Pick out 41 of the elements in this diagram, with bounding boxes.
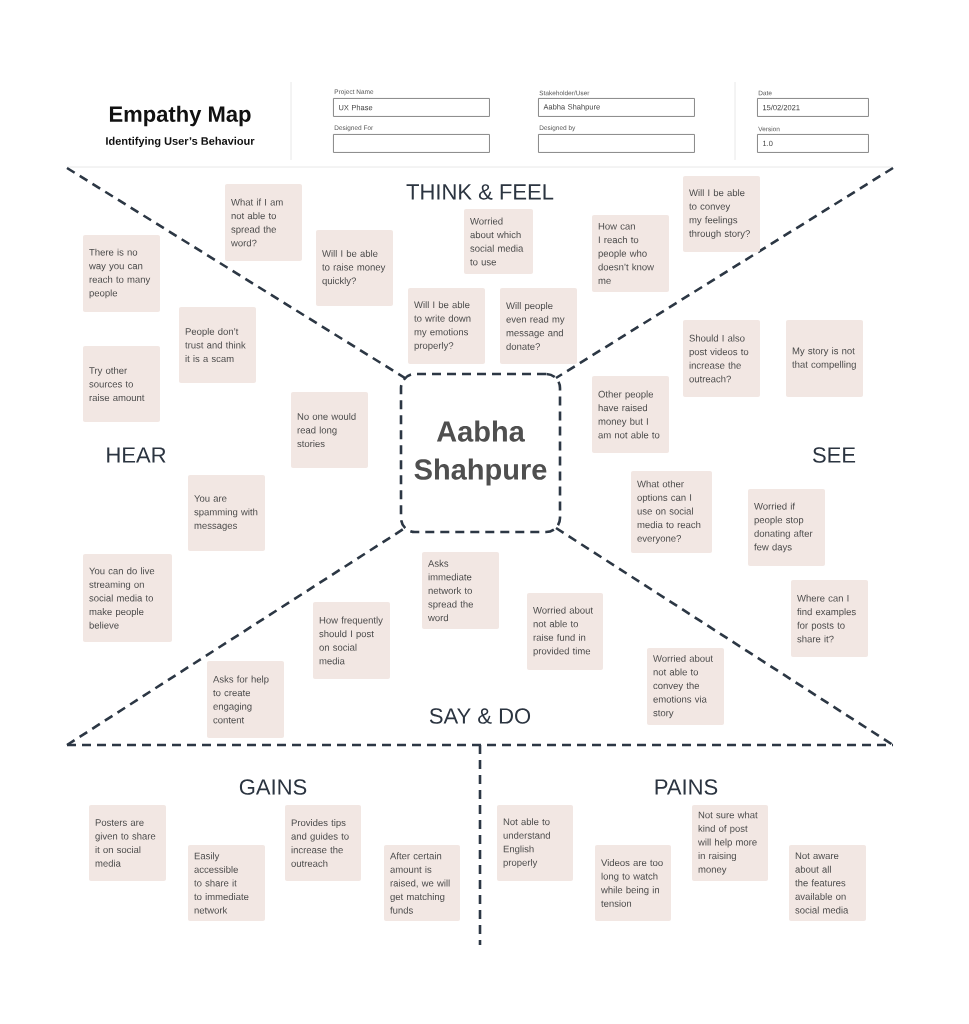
sticky-note: Posters are given to share it on social media: [89, 805, 166, 881]
sticky-note: People don’t trust and think it is a scam: [179, 307, 256, 383]
sticky-note: Asks for help to create engaging content: [207, 661, 284, 738]
sticky-note: Worried if people stop donating after few days: [748, 489, 825, 566]
sticky-note: You are spamming with messages: [188, 475, 265, 551]
sticky-note: Other people have raised money but I am not able to: [592, 376, 669, 453]
sticky-note: Try other sources to raise amount: [83, 346, 160, 422]
sticky-note: Videos are too long to watch while being in tension: [595, 845, 671, 921]
sticky-note: Will I be able to raise money quickly?: [316, 230, 393, 306]
sticky-note: My story is not that compelling: [786, 320, 863, 397]
section-heading: SAY & DO: [429, 708, 531, 724]
sticky-note: Will I be able to write down my emotions properly?: [408, 288, 485, 364]
sticky-note: Not sure what kind of post will help more in raising money: [692, 805, 768, 881]
sticky-note: Worried about which social media to use: [464, 209, 533, 274]
title: Empathy Map: [109, 105, 251, 127]
sticky-note: Will I be able to convey my feelings through story?: [683, 176, 760, 252]
sticky-note: No one would read long stories: [291, 392, 368, 468]
section-heading: GAINS: [239, 779, 307, 795]
sticky-note: How can I reach to people who doesn’t know me: [592, 215, 669, 292]
sticky-note: What if I am not able to spread the word?: [225, 184, 302, 261]
sticky-note: Provides tips and guides to increase the outreach: [285, 805, 361, 881]
subtitle: Identifying User’s Behaviour: [106, 136, 255, 148]
sticky-note: Worried about not able to convey the emotions via story: [647, 648, 724, 725]
section-heading: HEAR: [107, 447, 166, 463]
section-heading: THINK & FEEL: [406, 184, 554, 200]
sticky-note: Where can I find examples for posts to share it?: [791, 580, 868, 657]
section-heading: SEE: [813, 447, 856, 463]
sticky-note: You can do live streaming on social media to make people believe: [83, 554, 172, 642]
sticky-note: How frequently should I post on social media: [313, 602, 390, 679]
sticky-note: There is no way you can reach to many people: [83, 235, 160, 312]
sticky-note: After certain amount is raised, we will get matching funds: [384, 845, 460, 921]
sticky-note: What other options can I use on social media to reach everyone?: [631, 471, 712, 553]
persona-box: Aabha Shahpure: [399, 372, 562, 534]
sticky-note: Easily accessible to share it to immediate network: [188, 845, 265, 921]
sticky-note: Not aware about all the features available on social media: [789, 845, 866, 921]
sticky-note: Not able to understand English properly: [497, 805, 573, 881]
sticky-note: Will people even read my message and donate?: [500, 288, 577, 364]
sticky-note: Asks immediate network to spread the word: [422, 552, 499, 629]
section-heading: PAINS: [655, 779, 718, 795]
sticky-note: Should I also post videos to increase the outreach?: [683, 320, 760, 397]
sticky-note: Worried about not able to raise fund in provided time: [527, 593, 603, 670]
